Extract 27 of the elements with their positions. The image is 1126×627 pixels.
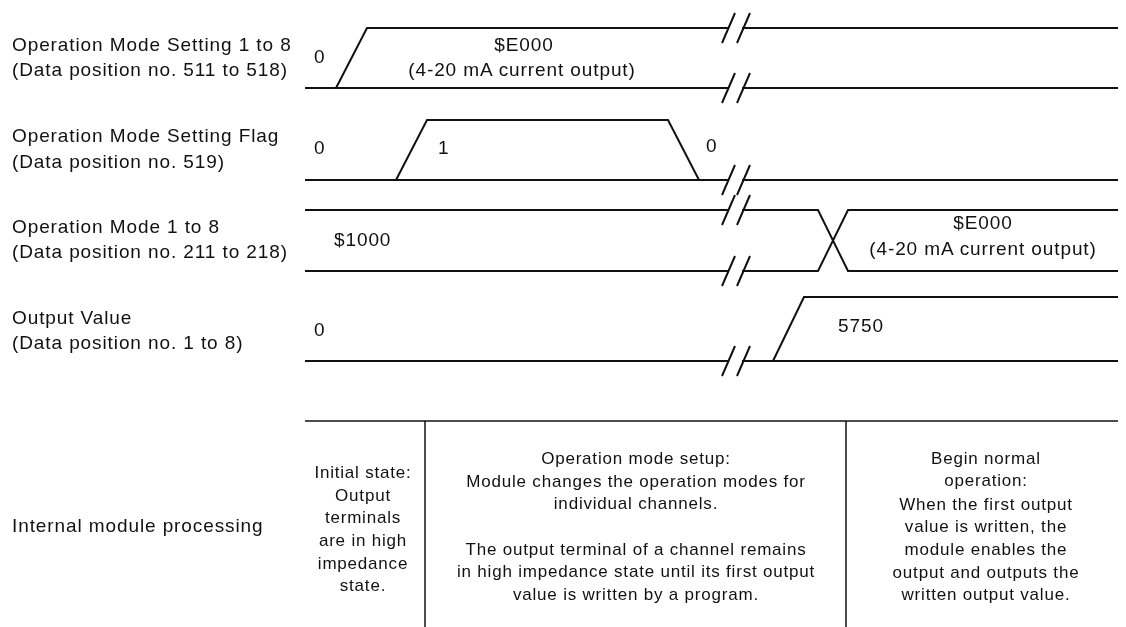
signal-value: $1000: [334, 228, 392, 252]
signal-value: (4-20 mA current output): [869, 237, 1097, 261]
data-position-label: (Data position no. 519): [12, 150, 225, 174]
cell-text: When the first output value is written, the module enables the output and outputs the written output value.: [891, 493, 1081, 607]
cell-text: Output terminals are in high impedance state.: [316, 484, 410, 598]
signal-value: $E000: [953, 211, 1013, 235]
cell-text: The output terminal of a channel remains in high impedance state until its first output value is written by a program.: [456, 538, 816, 607]
data-position-label: (Data position no. 511 to 518): [12, 58, 288, 82]
row-label: Internal module processing: [12, 514, 264, 538]
cell-heading: Operation mode setup:: [540, 447, 732, 470]
signal-value: 1: [438, 136, 450, 160]
signal-value: 0: [314, 136, 326, 160]
signal-name: Operation Mode Setting Flag: [12, 124, 280, 148]
signal-value: 0: [314, 318, 326, 342]
signal-value: $E000: [494, 33, 554, 57]
signal-name: Operation Mode 1 to 8: [12, 215, 220, 239]
data-position-label: (Data position no. 1 to 8): [12, 331, 244, 355]
cell-heading: Begin normal operation:: [930, 447, 1042, 493]
signal-name: Operation Mode Setting 1 to 8: [12, 33, 292, 57]
signal-value: (4-20 mA current output): [408, 58, 636, 82]
signal-value: 5750: [838, 314, 884, 338]
signal-value: 0: [706, 134, 718, 158]
signal-name: Output Value: [12, 306, 133, 330]
cell-heading: Initial state:: [313, 461, 413, 484]
data-position-label: (Data position no. 211 to 218): [12, 240, 288, 264]
cell-text: Module changes the operation modes for individual channels.: [465, 470, 807, 516]
signal-value: 0: [314, 45, 326, 69]
